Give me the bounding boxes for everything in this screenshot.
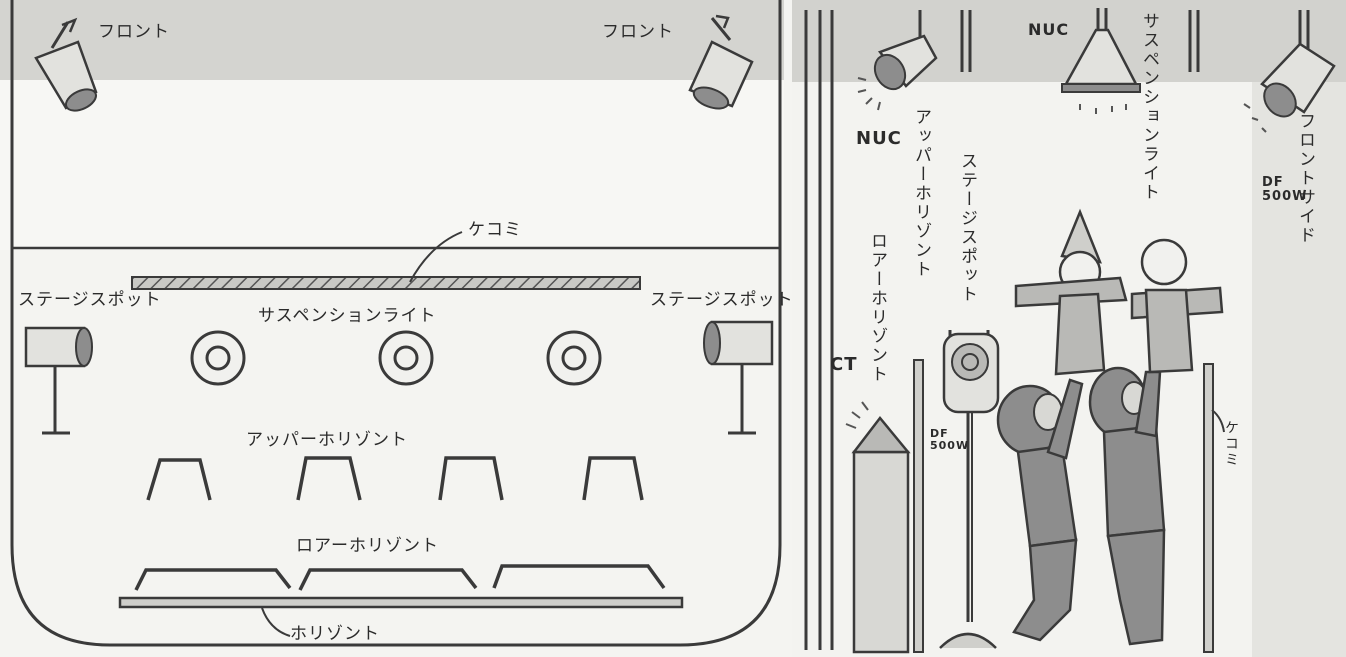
- lower-horizont-lights: [134, 564, 666, 591]
- lower-horizont-label: ロアーホリゾント: [296, 536, 439, 556]
- wing-poles: [804, 10, 1200, 650]
- stage-outline: [10, 0, 782, 647]
- kekomi-vertical-label: ケコミ: [1223, 420, 1239, 468]
- stage-spot-left-label: ステージスポット: [18, 290, 162, 310]
- kekomi-leader-line: [409, 231, 463, 283]
- ct-light-icon: [845, 401, 911, 654]
- upper-horizont-label: アッパーホリゾント: [246, 430, 408, 450]
- upper-horizont-light-icon: [438, 456, 504, 501]
- horizont-bar: [118, 596, 684, 609]
- lower-horizont-light-icon: [492, 564, 666, 590]
- upper-horizont-light-icon: [146, 458, 212, 501]
- top-shaded-band: [790, 0, 1346, 82]
- upper-horizont-light-icon: [582, 456, 644, 501]
- stage-spot-left-icon: [24, 326, 93, 435]
- suspension-light-vertical-label: サスペンションライト: [1139, 12, 1159, 202]
- kekomi-label: ケコミ: [468, 220, 522, 240]
- suspension-light-2-icon: [378, 330, 434, 386]
- suspension-light-icon: [1061, 8, 1141, 114]
- front-left-label: フロント: [98, 22, 170, 42]
- df-500w-right-label: DF 500W: [1262, 175, 1308, 205]
- stage-spot-stand-icon: [939, 330, 1000, 649]
- side-wall: [1252, 82, 1346, 657]
- front-right-label: フロント: [602, 22, 674, 42]
- lower-horizont-light-icon: [134, 568, 292, 591]
- front-side-vertical-label: フロントサイド: [1295, 112, 1315, 245]
- suspension-light-label: サスペンションライト: [258, 306, 437, 326]
- front-side-light-icon: [1243, 10, 1336, 133]
- lower-horizont-vertical-label: ロアーホリゾント: [867, 232, 887, 384]
- top-shaded-band: [0, 0, 790, 80]
- suspension-light-1-icon: [190, 330, 246, 386]
- stage-spot-vertical-label: ステージスポット: [957, 152, 977, 304]
- front-light-left-icon: [34, 17, 98, 112]
- stage-spot-right-label: ステージスポット: [650, 290, 794, 310]
- adult-figure-left: [996, 378, 1084, 642]
- kekomi-leader-line: [1211, 409, 1225, 433]
- upper-horizont-light-icon: [296, 456, 362, 501]
- nuc-left-label: NUC: [856, 128, 902, 149]
- lower-horizont-light-icon: [298, 568, 478, 591]
- nuc-light-icon: [857, 10, 938, 111]
- suspension-light-3-icon: [546, 330, 602, 386]
- horizont-label: ホリゾント: [290, 624, 380, 644]
- adult-figure-right: [1088, 366, 1166, 646]
- horizont-leader-line: [261, 607, 291, 637]
- child-figure-right: [1130, 238, 1224, 374]
- right-panel-illustration: [784, 0, 1346, 657]
- ct-label: CT: [830, 354, 858, 375]
- left-panel-diagram: [0, 0, 790, 647]
- upper-stage-area: [0, 80, 790, 250]
- kekomi-batten: [131, 276, 641, 290]
- nuc-top-label: NUC: [1028, 20, 1070, 39]
- kekomi-poles: [913, 359, 1214, 653]
- df-500w-stand-label: DF 500W: [930, 427, 970, 453]
- upper-horizont-vertical-label: アッパーホリゾント: [911, 108, 931, 279]
- upper-horizont-lights: [146, 456, 644, 501]
- child-figure-left: [1014, 208, 1128, 376]
- front-light-right-icon: [688, 14, 754, 110]
- stage-spot-right-icon: [703, 320, 774, 435]
